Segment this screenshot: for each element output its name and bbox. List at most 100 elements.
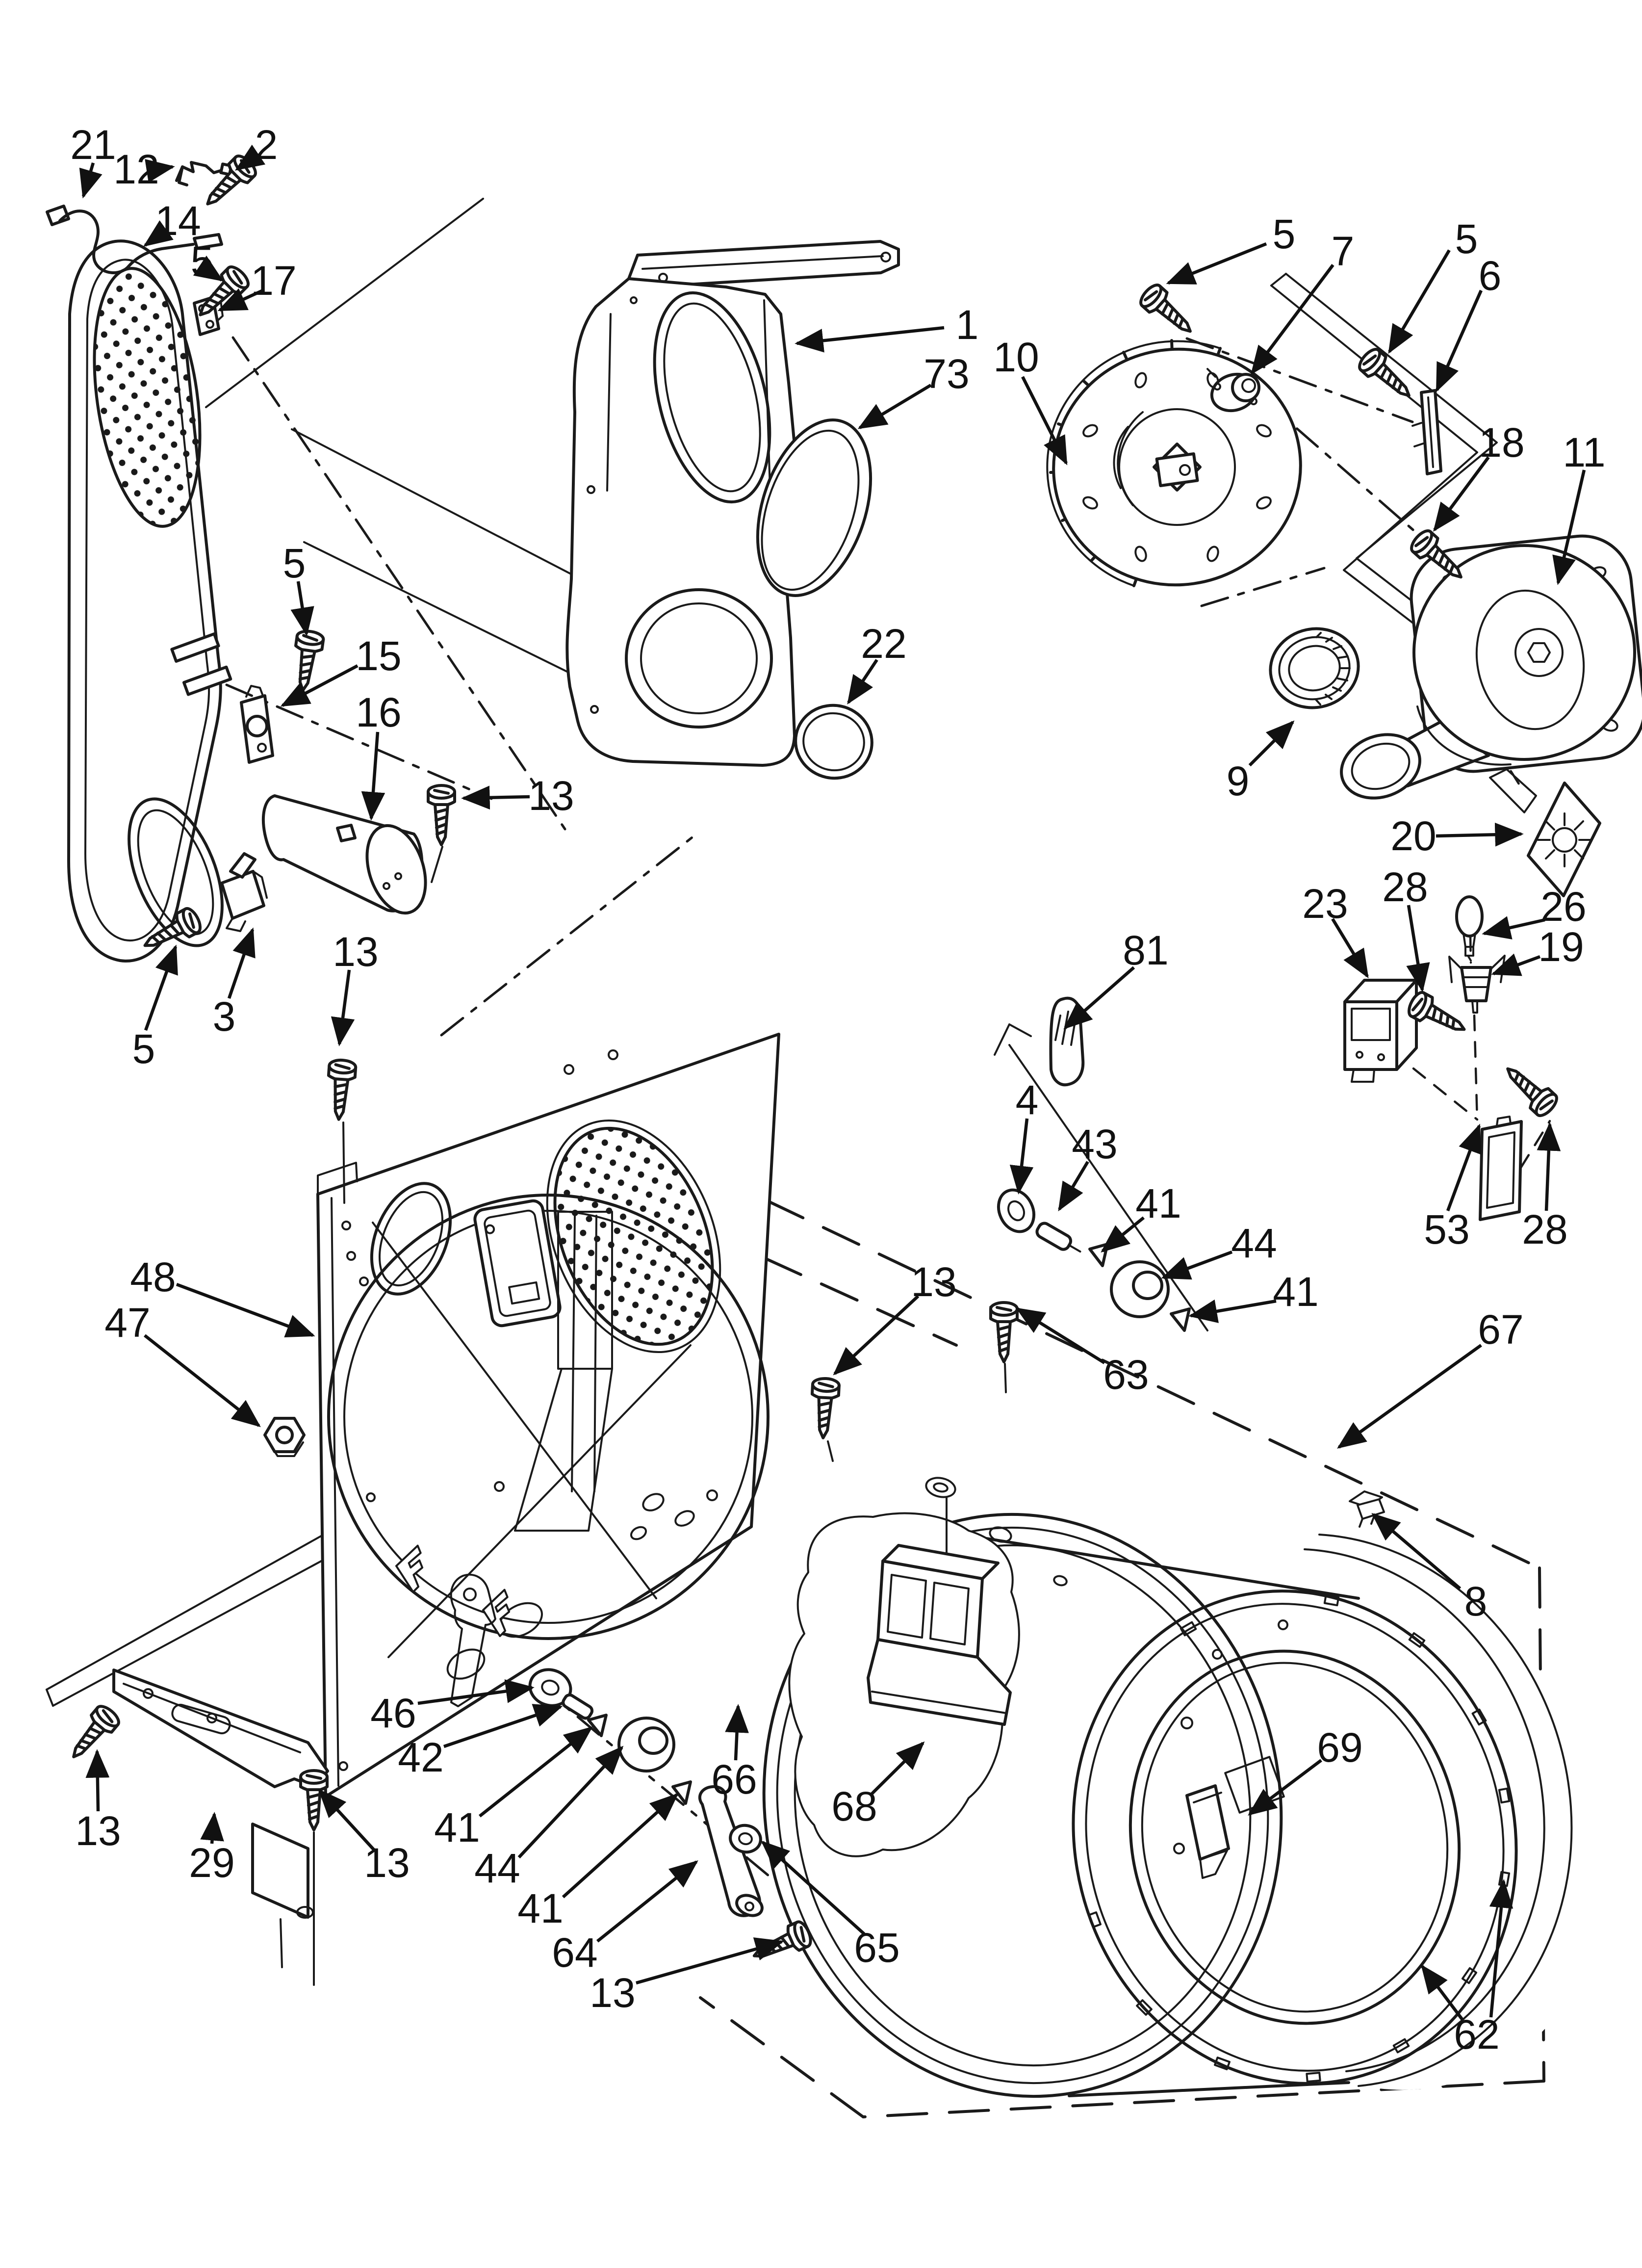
callout-leader-65 <box>761 1840 866 1935</box>
callout-leader-14 <box>143 220 174 247</box>
callout-leader-5 <box>144 944 178 1031</box>
part-callout-6: 6 <box>1479 253 1502 299</box>
part-65-washer <box>729 1824 762 1854</box>
callout-leader-12 <box>145 159 175 183</box>
callout-leader-46 <box>417 1679 535 1705</box>
callout-leader-67 <box>1337 1344 1482 1449</box>
part-callout-15: 15 <box>356 633 401 679</box>
callout-leader-26 <box>1482 916 1545 939</box>
callout-leader-19 <box>1491 953 1541 976</box>
part-callout-21: 21 <box>70 122 116 168</box>
callout-leader-28 <box>1537 1122 1561 1211</box>
part-callout-67: 67 <box>1478 1306 1523 1353</box>
callout-leader-20 <box>1436 822 1524 847</box>
part-19-lamp-socket <box>1448 955 1506 1014</box>
callout-leader-47 <box>143 1334 261 1428</box>
callout-leader-5 <box>1388 249 1451 354</box>
callout-leader-48 <box>176 1282 315 1338</box>
callout-leader-42 <box>443 1704 563 1748</box>
part-48-rear-bulkhead <box>316 1033 780 1798</box>
part-callout-23: 23 <box>1302 881 1348 927</box>
part-callout-18: 18 <box>1479 419 1524 466</box>
part-callout-7: 7 <box>1332 228 1355 274</box>
part-callout-65: 65 <box>854 1925 899 1971</box>
part-7-thermal-fuse <box>1206 368 1260 413</box>
part-callout-42: 42 <box>398 1734 443 1780</box>
part-callout-4: 4 <box>1016 1077 1039 1123</box>
part-5-screw <box>139 906 204 957</box>
callout-leader-62 <box>1421 1964 1464 2021</box>
part-28-screw <box>1499 1059 1560 1119</box>
part-44-roller <box>1110 1260 1170 1318</box>
part-callout-2: 2 <box>255 122 278 168</box>
part-callout-68: 68 <box>831 1783 877 1829</box>
part-13-screw <box>63 1703 122 1765</box>
part-callout-17: 17 <box>251 258 296 304</box>
part-callout-29: 29 <box>189 1840 234 1886</box>
part-20-heat-warning-label <box>1489 768 1601 897</box>
part-21-wire-harness <box>46 205 223 274</box>
callout-leader-29 <box>200 1812 224 1844</box>
part-16-thermostat-cylinder <box>262 794 443 915</box>
callout-leader-18 <box>1433 456 1490 532</box>
part-13-screw <box>810 1378 839 1439</box>
callout-leader-64 <box>596 1860 698 1943</box>
callout-leader-41 <box>562 1793 679 1899</box>
part-callout-44: 44 <box>1231 1220 1277 1266</box>
callout-leader-17 <box>217 288 264 312</box>
part-callout-5: 5 <box>1455 216 1478 262</box>
callout-leader-22 <box>847 659 878 705</box>
fasteners <box>63 153 1560 1986</box>
part-67-drum <box>762 1477 1612 2098</box>
part-callout-64: 64 <box>552 1929 597 1976</box>
callout-leader-5 <box>1166 242 1267 285</box>
callout-leader-41 <box>478 1726 593 1818</box>
part-41-clip <box>587 1714 608 1737</box>
part-41-clip <box>671 1780 692 1805</box>
part-callout-66: 66 <box>711 1756 757 1802</box>
callout-leader-5 <box>193 255 224 282</box>
callout-leader-62 <box>1489 1879 1514 2018</box>
part-53-lamp-lens <box>1479 1116 1523 1221</box>
part-64-support-rod <box>698 1785 764 1917</box>
callout-leader-5 <box>290 581 314 636</box>
part-4-washer <box>997 1188 1035 1233</box>
part-callout-3: 3 <box>213 993 236 1040</box>
part-callout-81: 81 <box>1123 927 1168 973</box>
callout-leader-13 <box>833 1295 920 1376</box>
part-callout-10: 10 <box>993 334 1039 380</box>
callout-leader-44 <box>1161 1250 1233 1280</box>
part-callout-1: 1 <box>956 302 979 348</box>
callout-leader-23 <box>1331 918 1369 979</box>
part-14-grille-panel <box>67 239 232 963</box>
part-69-baffle <box>1185 1784 1230 1879</box>
part-73-duct-seal <box>756 418 872 597</box>
callout-leader-68 <box>870 1741 925 1796</box>
part-callout-20: 20 <box>1390 813 1436 859</box>
upper-roller-kit <box>997 1188 1191 1332</box>
part-callout-41: 41 <box>1135 1180 1181 1226</box>
part-callout-5: 5 <box>191 238 214 284</box>
part-callout-46: 46 <box>370 1690 416 1736</box>
part-callout-8: 8 <box>1464 1578 1488 1624</box>
part-22-seal-ring <box>794 704 873 780</box>
part-9-clamp-ring <box>1269 627 1360 709</box>
callout-leader-6 <box>1436 289 1483 392</box>
callout-leader-69 <box>1248 1759 1322 1816</box>
part-13-screw <box>749 1920 814 1968</box>
part-callout-16: 16 <box>356 689 401 735</box>
part-callout-43: 43 <box>1072 1121 1117 1167</box>
callout-leader-44 <box>517 1746 624 1859</box>
part-callout-53: 53 <box>1424 1206 1469 1252</box>
part-62-belt <box>1304 1548 1545 2072</box>
part-68-lint-grille <box>788 1494 1020 1857</box>
part-callout-41: 41 <box>434 1804 480 1851</box>
part-26-bulb <box>1455 895 1484 962</box>
callout-leader-2 <box>234 144 266 171</box>
part-callout-5: 5 <box>132 1026 155 1072</box>
part-callout-11: 11 <box>1563 429 1605 475</box>
part-callout-19: 19 <box>1538 924 1584 970</box>
part-13-screw <box>301 1771 327 1830</box>
part-63-screw <box>991 1303 1017 1362</box>
part-callout-63: 63 <box>1103 1352 1149 1398</box>
